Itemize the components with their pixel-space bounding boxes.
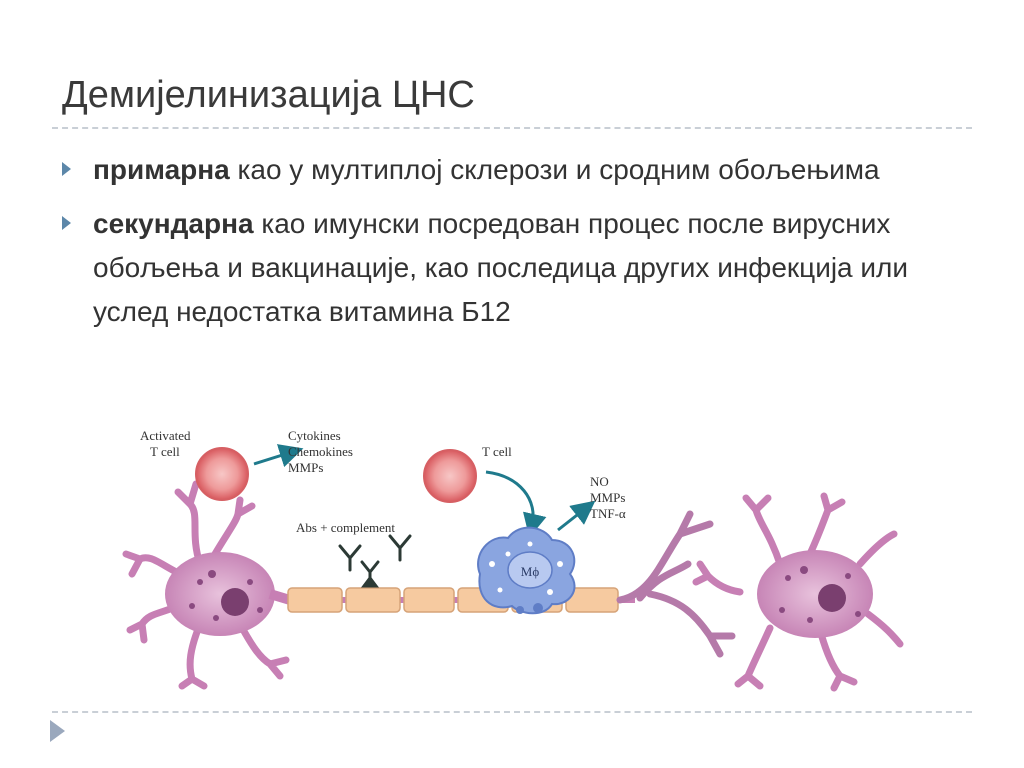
label-cytokines: Cytokines [288,428,341,443]
label-mmps-1: MMPs [288,460,323,475]
activated-t-cell [195,444,304,501]
footer-divider [52,711,972,713]
label-abs-complement: Abs + complement [296,520,395,535]
label-activated: Activated [140,428,191,443]
label-t-cell-2: T cell [482,444,512,459]
title-divider [52,127,972,129]
triangle-right-icon [62,162,71,176]
macrophage: Mϕ [477,526,576,615]
label-chemokines: Chemokines [288,444,353,459]
bullet-text: као у мултиплој склерози и сродним обоље… [229,154,880,185]
label-t-cell-1: T cell [150,444,180,459]
t-cell [423,449,596,538]
demyelination-diagram: Mϕ Activated T cell Cytokines Chemokines… [122,428,904,692]
label-mmps-2: MMPs [590,490,625,505]
antibody-icon [338,534,412,588]
label-no: NO [590,474,609,489]
bullet-item-secondary: секундарна као имунски посредован процес… [60,202,960,334]
label-tnf-alpha: TNF-α [590,506,626,521]
bullet-keyword: примарна [93,154,230,185]
triangle-right-icon [62,216,71,230]
slide-title: Демијелинизација ЦНС [62,74,475,116]
right-neuron [692,492,904,692]
macrophage-label: Mϕ [521,564,540,579]
bullet-item-primary: примарна као у мултиплој склерози и срод… [60,148,960,192]
bullet-keyword: секундарна [93,208,254,239]
bullet-list: примарна као у мултиплој склерози и срод… [60,148,960,344]
bullet-text: као имунски посредован процес после виру… [93,208,909,327]
play-icon[interactable] [50,720,65,742]
left-neuron [122,480,292,690]
